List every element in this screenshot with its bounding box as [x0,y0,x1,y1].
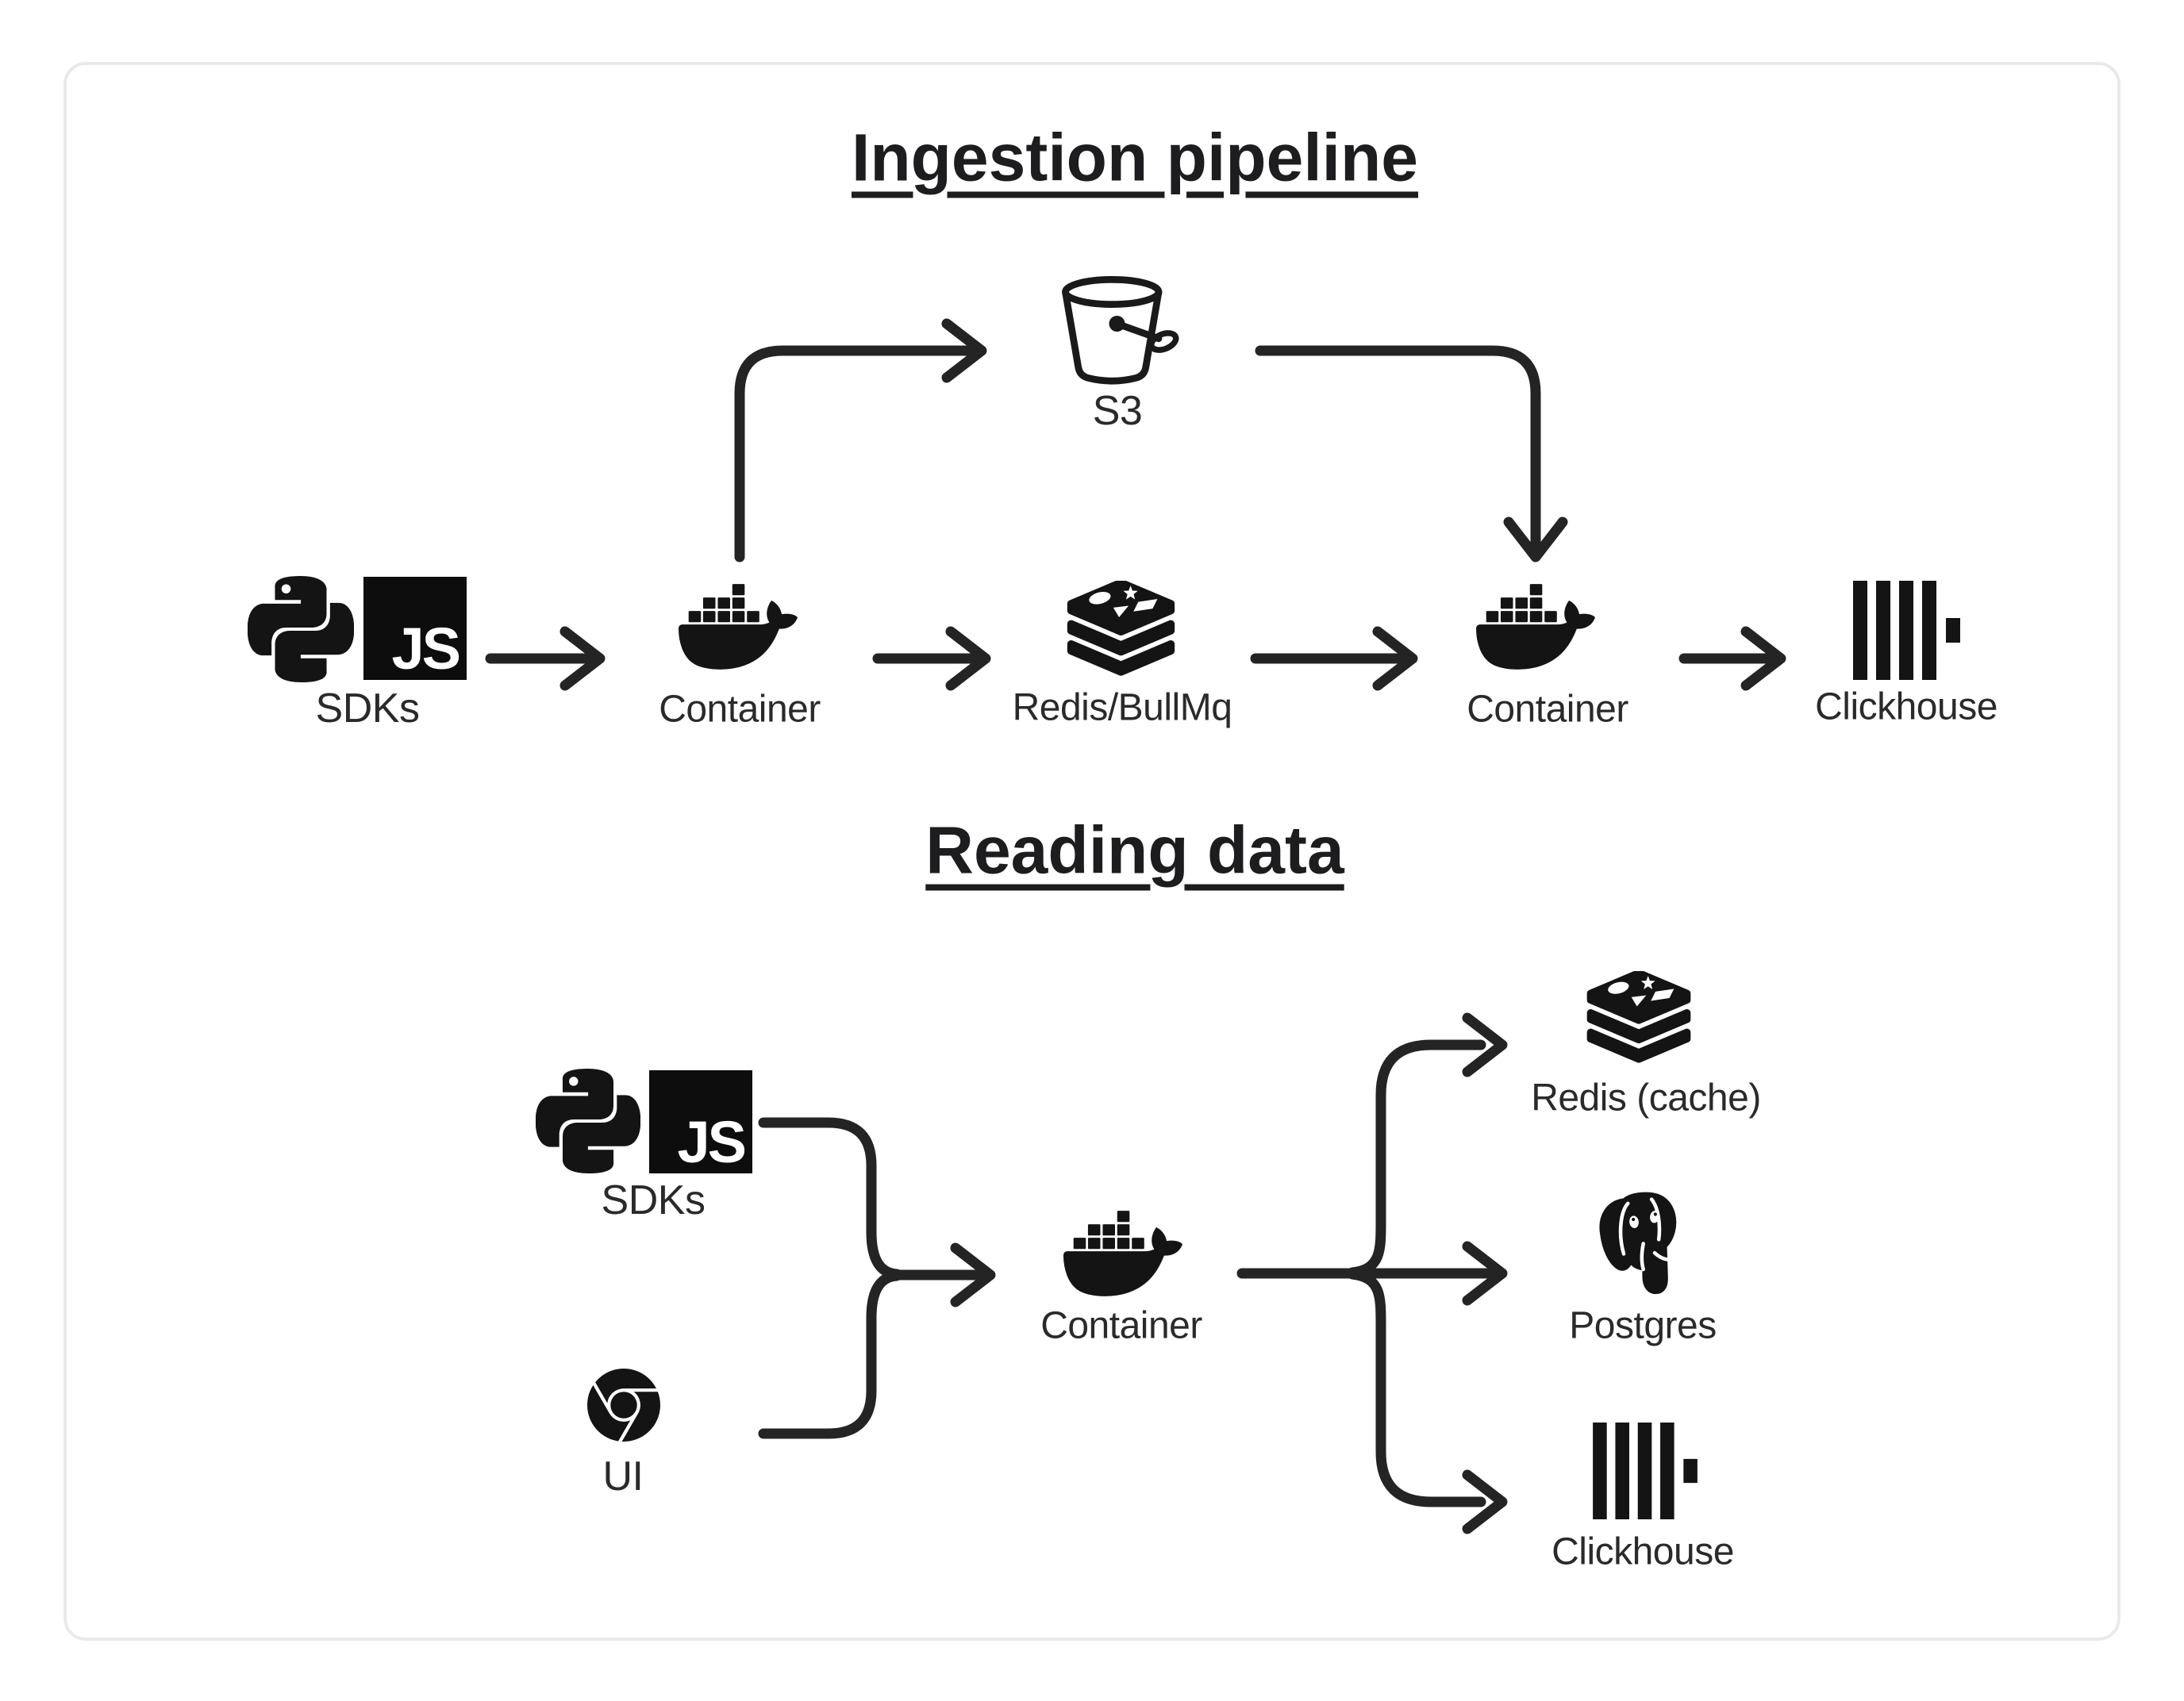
s3-bucket-icon [1055,276,1186,391]
postgresql-icon [1593,1190,1696,1297]
arrow-container-to-redis-cache [1347,1012,1508,1278]
arrow-container-to-redis [872,626,991,691]
clickhouse-icon [1853,581,1960,680]
reading-redis-cache-label: Redis (cache) [1531,1077,1761,1119]
arrow-redis-to-container [1250,626,1418,691]
js-icon-text: JS [677,1108,746,1175]
ingestion-queue-label: Redis/BullMq [1012,686,1232,729]
ingestion-section-title: Ingestion pipeline [851,120,1419,195]
ingestion-clickhouse-label: Clickhouse [1815,685,1998,728]
javascript-icon: JS [363,577,467,680]
ingestion-sdks-label: SDKs [315,685,420,731]
docker-icon [1063,1194,1182,1313]
reading-section-title: Reading data [925,812,1344,888]
arrow-s3-to-container [1255,345,1568,563]
javascript-icon: JS [649,1070,752,1173]
python-icon [536,1069,640,1173]
reading-ui-label: UI [602,1453,644,1499]
docker-icon [679,567,798,686]
s3-label: S3 [1092,388,1143,434]
ingestion-container-out-label: Container [1467,688,1628,731]
clickhouse-icon [1593,1423,1698,1519]
merge-sdks-line [758,1117,902,1280]
reading-container-label: Container [1040,1304,1202,1347]
arrow-merge-to-container [890,1242,996,1307]
arrow-container-to-clickhouse-2 [1347,1269,1508,1534]
merge-ui-line [758,1270,902,1439]
arrow-sdks-to-container [485,626,606,691]
reading-sdks-label: SDKs [601,1177,706,1223]
arrow-container-to-postgres [1236,1241,1508,1306]
arrow-container-to-clickhouse [1678,626,1786,691]
docker-icon [1476,567,1595,686]
chrome-icon [587,1369,660,1442]
reading-postgres-label: Postgres [1569,1304,1717,1347]
ingestion-container-in-label: Container [659,688,821,731]
redis-icon [1063,581,1179,677]
reading-clickhouse-label: Clickhouse [1551,1530,1734,1573]
arrow-container-to-s3 [734,318,987,563]
js-icon-text: JS [391,615,460,682]
redis-icon [1583,971,1694,1064]
python-icon [248,576,354,682]
